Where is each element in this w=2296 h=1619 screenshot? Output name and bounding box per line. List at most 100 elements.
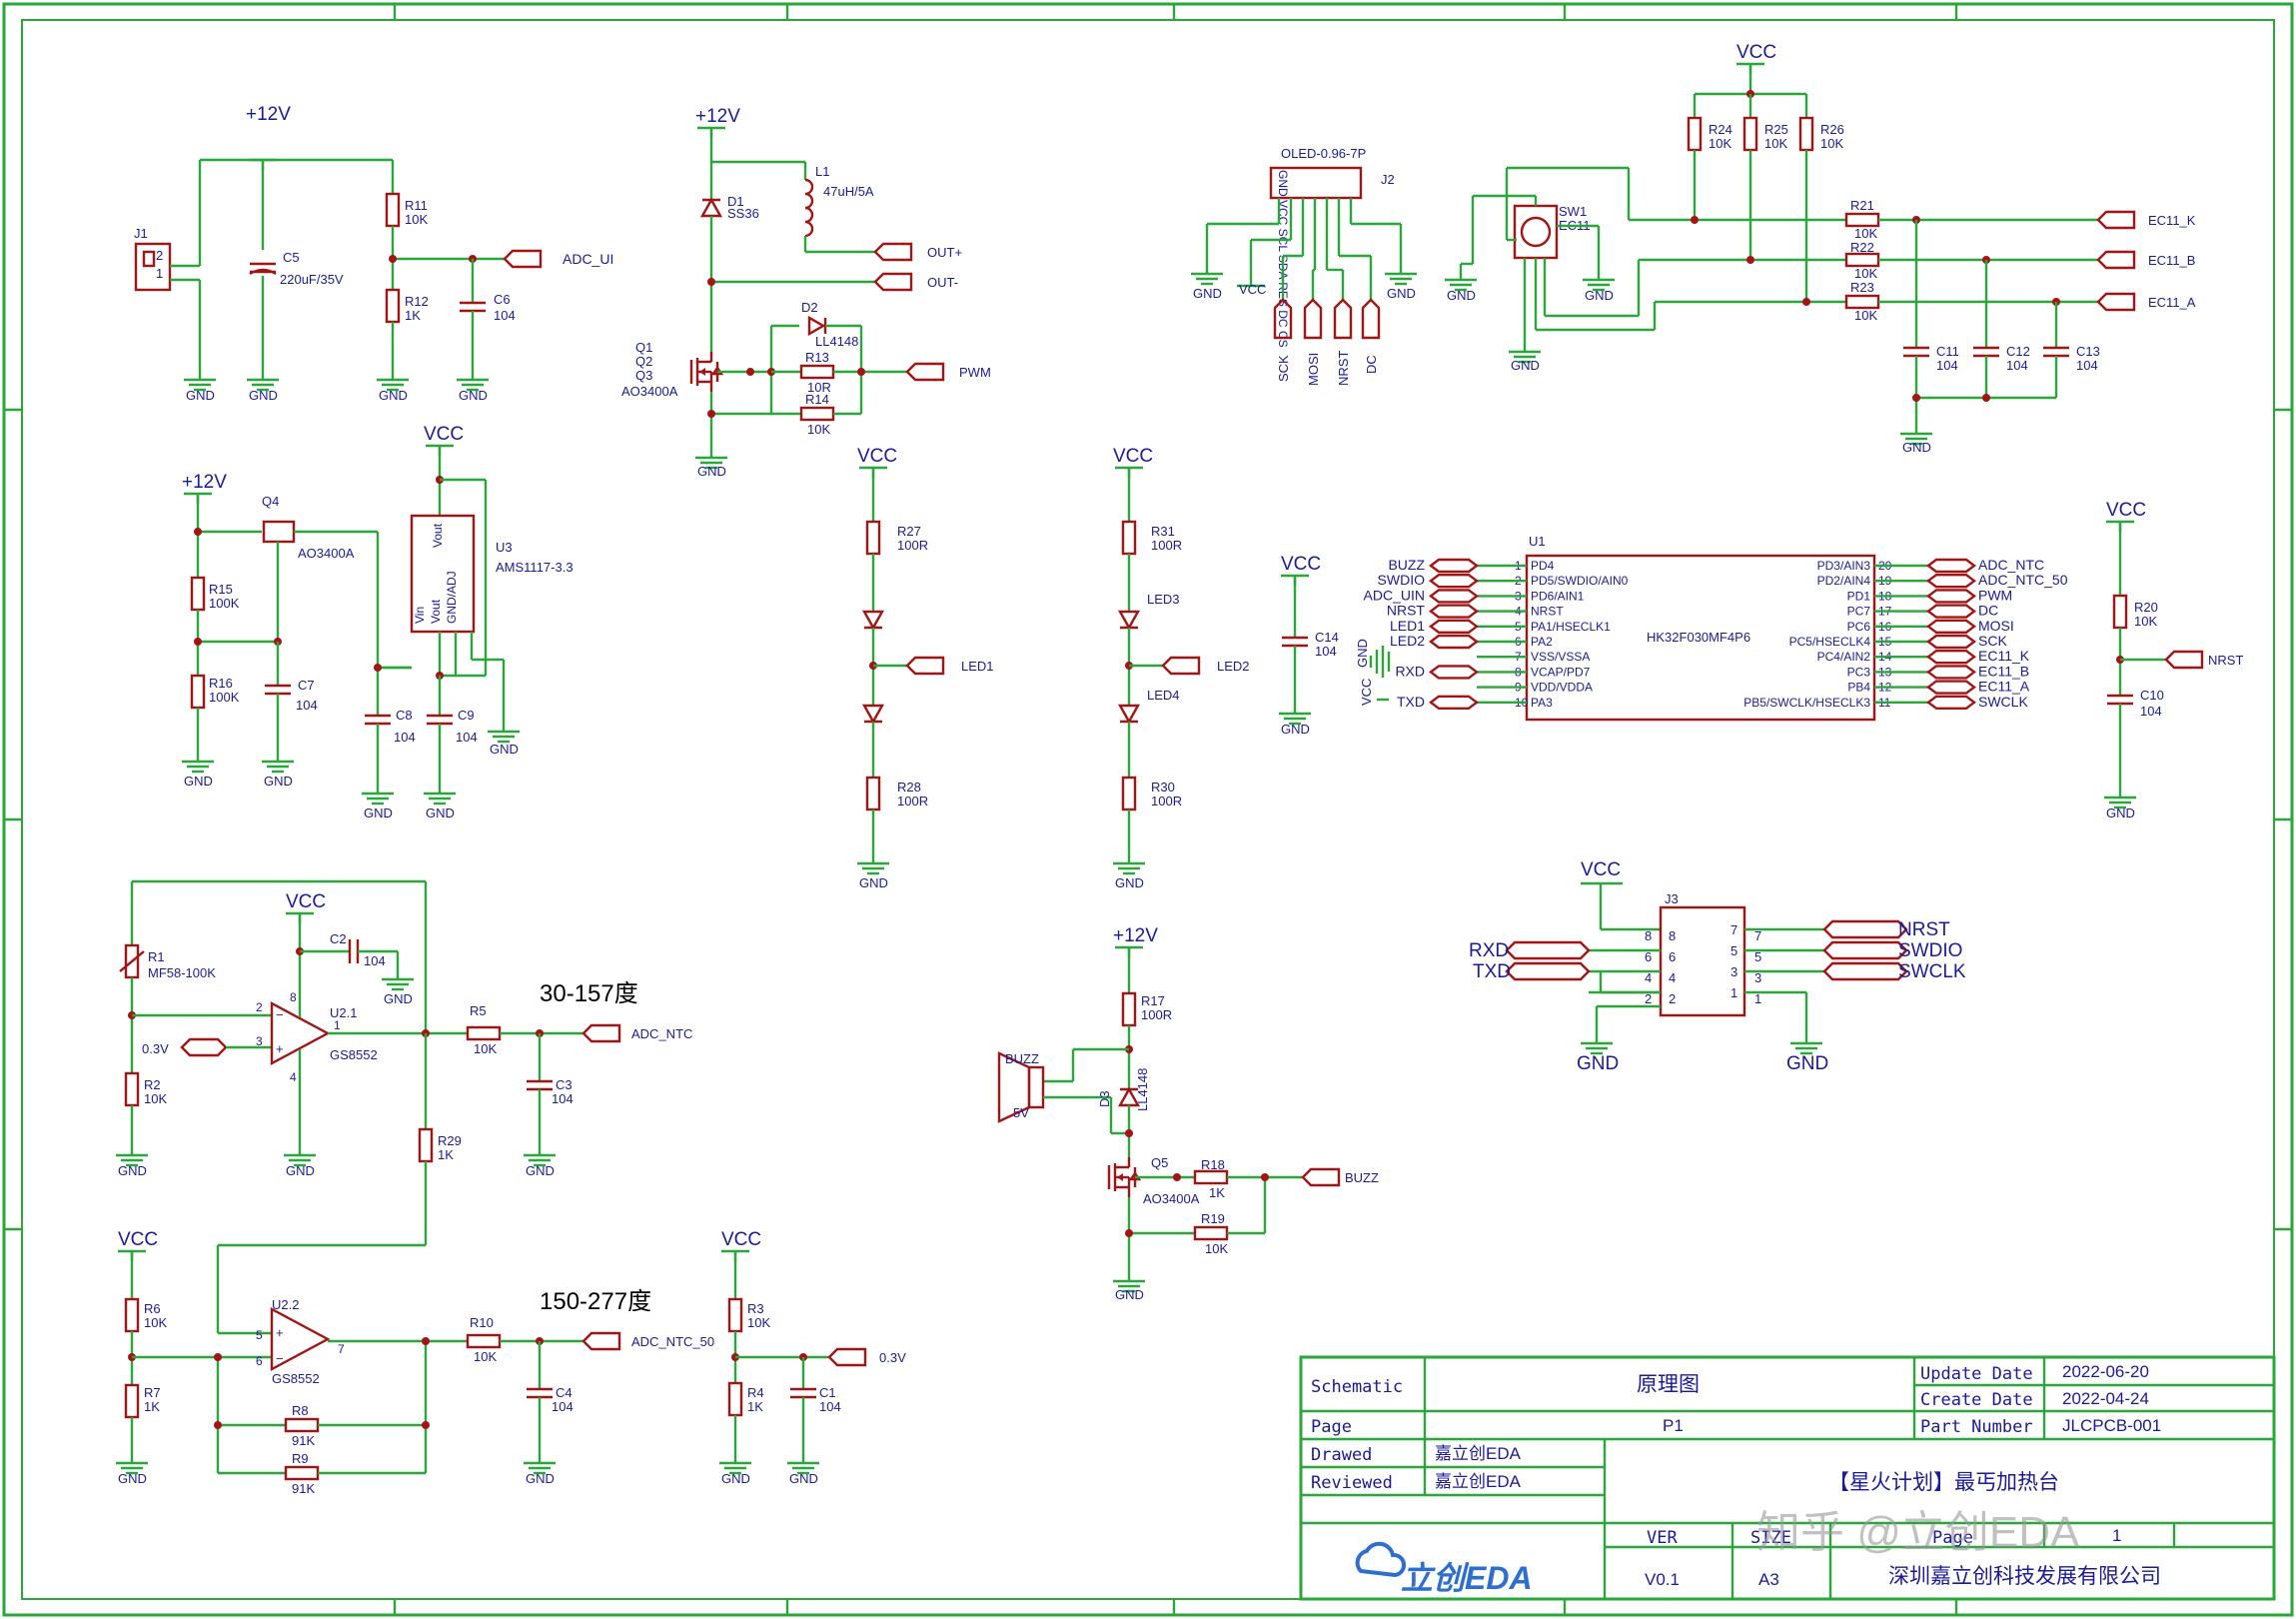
- jlc-logo-icon: 立创EDA: [1355, 1541, 1533, 1596]
- c4-value: 104: [552, 1399, 574, 1414]
- u1-left-pins: PD41BUZZPD5/SWDIO/AIN02SWDIOPD6/AIN13ADC…: [1364, 557, 1629, 710]
- c5-value: 220uF/35V: [280, 272, 344, 287]
- svg-text:5: 5: [1730, 943, 1737, 958]
- net-adc-ntc: ADC_NTC: [631, 1026, 692, 1041]
- svg-text:3: 3: [1730, 964, 1737, 979]
- r19-value: 10K: [1205, 1241, 1228, 1256]
- tb-part-value: JLCPCB-001: [2062, 1416, 2161, 1435]
- r27-ref: R27: [897, 524, 921, 539]
- u22-opamp: [270, 1306, 331, 1372]
- u1-net-flag-right: [1926, 665, 1976, 680]
- gnd-label: GND: [118, 1163, 147, 1178]
- svg-text:6: 6: [1645, 949, 1652, 964]
- gnd-label: GND: [384, 991, 413, 1006]
- c12-value: 104: [2006, 358, 2028, 373]
- svg-text:4: 4: [1669, 970, 1676, 985]
- svg-text:5: 5: [1754, 949, 1761, 964]
- svg-text:5: 5: [256, 1328, 263, 1342]
- svg-text:6: 6: [256, 1354, 263, 1368]
- r3-ref: R3: [747, 1301, 764, 1316]
- u1-hk32f030: [1525, 554, 1876, 722]
- r5-value: 10K: [474, 1041, 497, 1056]
- r8-ref: R8: [292, 1403, 309, 1418]
- tb-size-label: SIZE: [1750, 1528, 1791, 1548]
- net-txd: TXD: [1473, 961, 1511, 982]
- svg-text:2: 2: [256, 1000, 263, 1014]
- net-vcc: VCC: [1581, 859, 1621, 880]
- net-rxd: RXD: [1469, 940, 1509, 961]
- u1-pin-left: PA1/HSECLK1: [1531, 620, 1611, 634]
- svg-text:2: 2: [1645, 991, 1652, 1006]
- ntc-amp1-section: R1 MF58-100K R2 10K GND 0.3V −+ 231 84 U…: [114, 879, 692, 1333]
- svg-text:−: −: [276, 1007, 284, 1022]
- gnd-label: GND: [249, 388, 278, 403]
- r30-value: 100R: [1151, 794, 1182, 809]
- u1-net-right: ADC_NTC_50: [1978, 572, 2068, 588]
- svg-text:6: 6: [1669, 949, 1676, 964]
- r20-ref: R20: [2134, 600, 2158, 615]
- gnd-label: GND: [286, 1163, 315, 1178]
- u1-pin-left: VDD/VDDA: [1531, 681, 1593, 695]
- u1-pin-left: VCAP/PD7: [1531, 665, 1591, 679]
- r17-value: 100R: [1141, 1007, 1172, 1022]
- r3-value: 10K: [747, 1315, 770, 1330]
- net-ec11-b: EC11_B: [2148, 253, 2195, 268]
- u1-net-left: SWDIO: [1378, 572, 1426, 588]
- ntc-amp2-section: VCC R6 10K R7 1K GND +− 567 U2.2 GS8552 …: [114, 1229, 906, 1496]
- svg-text:7: 7: [338, 1342, 345, 1356]
- j3-header: [1659, 905, 1746, 1017]
- c8-ref: C8: [396, 708, 413, 723]
- u1-net-left: ADC_UIN: [1364, 587, 1425, 603]
- c11-value: 104: [1936, 358, 1958, 373]
- svg-text:2: 2: [1669, 991, 1676, 1006]
- svg-text:Vout: Vout: [429, 599, 443, 624]
- c1-ref: C1: [819, 1385, 836, 1400]
- encoder-section: VCC R24 10K R25 10K R26 10K SW1 EC11 GND…: [1443, 42, 2196, 455]
- svg-text:GND/ADJ: GND/ADJ: [445, 571, 459, 624]
- u1-net-flag-left: [1429, 619, 1479, 634]
- c6-ref: C6: [494, 292, 511, 307]
- net-dc: DC: [1364, 355, 1379, 374]
- c7-value: 104: [296, 698, 318, 713]
- svg-text:1: 1: [1754, 991, 1761, 1006]
- net-out-plus: OUT+: [927, 245, 962, 260]
- gnd-label: GND: [459, 388, 488, 403]
- gnd-label: GND: [1115, 1287, 1144, 1302]
- net-vcc: VCC: [1239, 282, 1266, 297]
- buzzer-value: 5V: [1013, 1105, 1029, 1120]
- net-led1: LED1: [961, 659, 994, 674]
- r11-value: 10K: [405, 212, 428, 227]
- r1-ref: R1: [148, 949, 165, 964]
- r8-value: 91K: [292, 1433, 315, 1448]
- tb-page-label: Page: [1311, 1417, 1352, 1437]
- u1-ref: U1: [1529, 534, 1546, 549]
- u1-net-flag-right: [1926, 695, 1976, 710]
- tb-size-value: A3: [1758, 1570, 1779, 1589]
- net-0p3v: 0.3V: [879, 1350, 906, 1365]
- gnd-label: GND: [1511, 358, 1540, 373]
- net-vcc: VCC: [1113, 446, 1153, 467]
- c13-value: 104: [2076, 358, 2098, 373]
- net-nrst: NRST: [1336, 351, 1351, 386]
- u1-pin-right: PC6: [1847, 620, 1871, 634]
- r21-ref: R21: [1850, 198, 1874, 213]
- r7-value: 1K: [144, 1399, 160, 1414]
- r30-ref: R30: [1151, 780, 1175, 795]
- gnd-label: GND: [264, 774, 293, 789]
- u1-net-flag-left: [1429, 589, 1479, 604]
- c9-ref: C9: [458, 708, 475, 723]
- r13-value: 10R: [807, 380, 831, 395]
- net-swdio: SWDIO: [1898, 940, 1962, 961]
- tb-ver-value: V0.1: [1645, 1570, 1680, 1589]
- u1-pin-right: PB5/SWCLK/HSECLK3: [1743, 696, 1870, 710]
- net-swclk: SWCLK: [1898, 961, 1966, 982]
- j2-value: OLED-0.96-7P: [1281, 146, 1366, 161]
- r10-ref: R10: [470, 1315, 494, 1330]
- gnd-label: GND: [118, 1471, 147, 1486]
- svg-text:Vin: Vin: [413, 607, 427, 624]
- u1-pin-left: PD5/SWDIO/AIN0: [1531, 574, 1629, 588]
- u1-pin-right: PD2/AIN4: [1817, 574, 1871, 588]
